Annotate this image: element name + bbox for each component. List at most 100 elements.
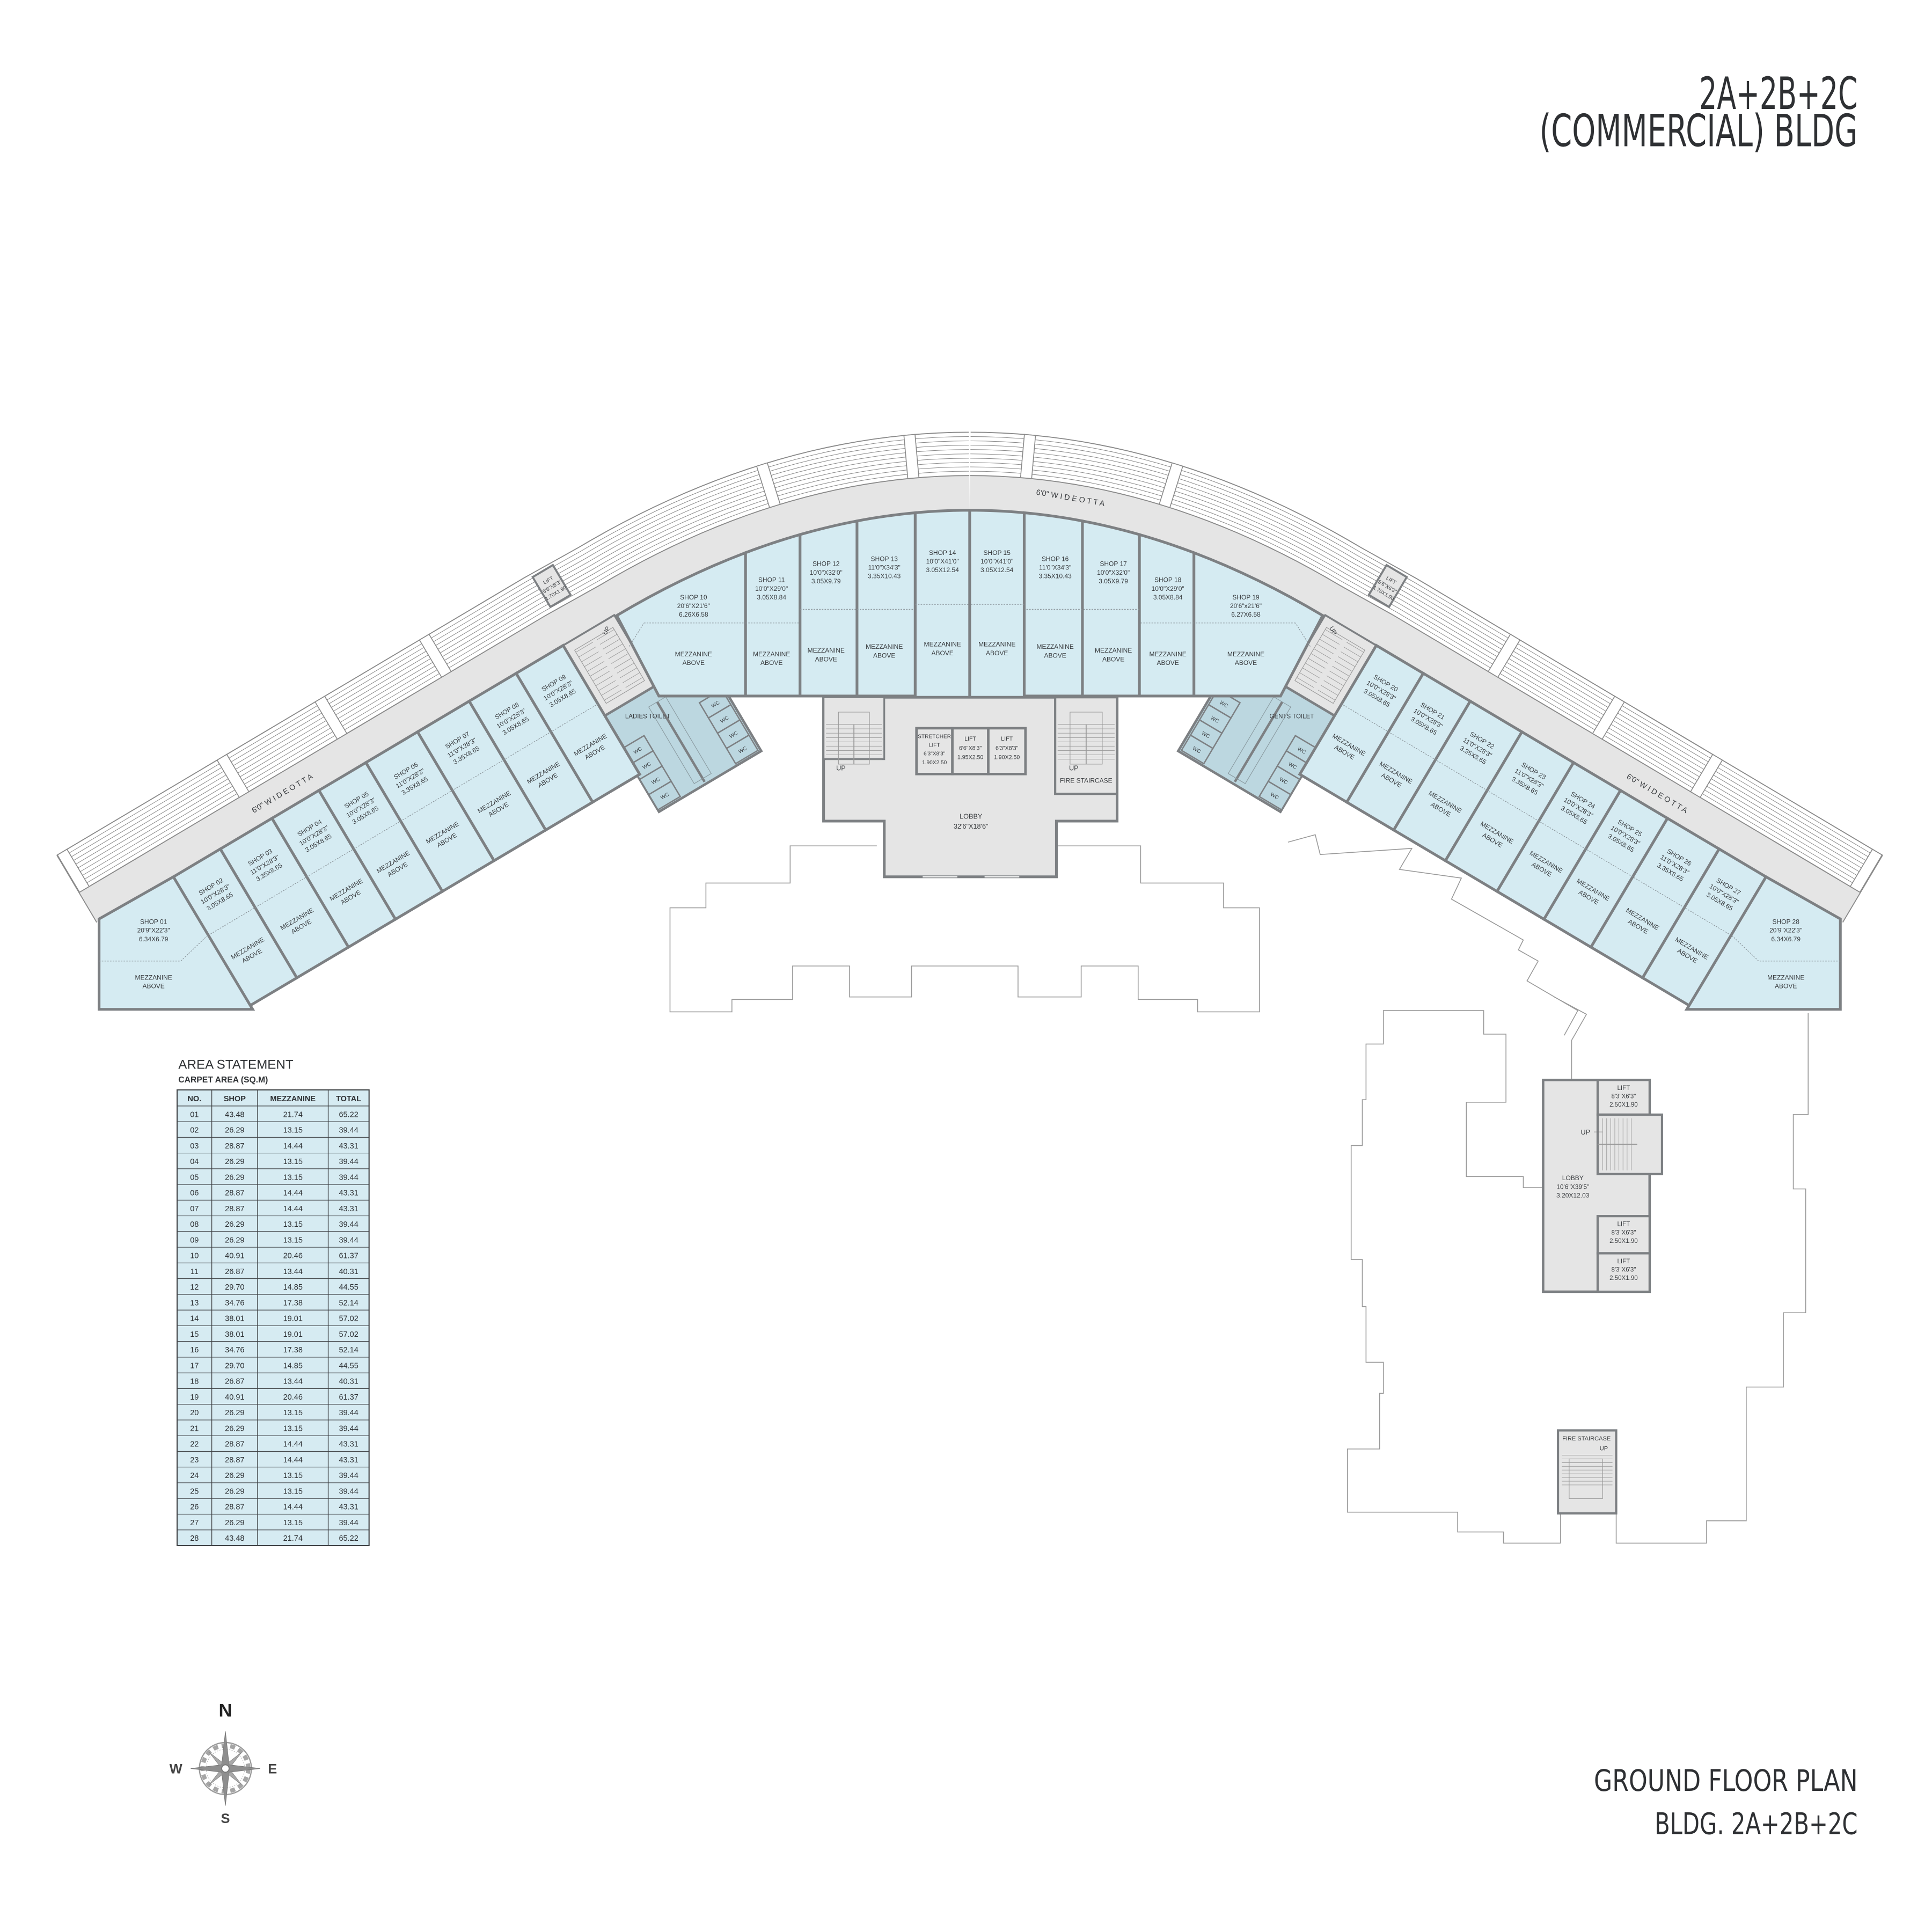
table-background (176, 1089, 370, 1547)
table-cell: 39.44 (339, 1487, 358, 1496)
mezzanine-line (208, 704, 598, 936)
tower-outline-west (1346, 1010, 1561, 1544)
shop-11-unit (744, 532, 802, 698)
shop-09-unit (514, 643, 642, 804)
mezzanine-label: ABOVE (873, 652, 895, 659)
table-cell: 26.29 (225, 1220, 244, 1229)
mezzanine-label: MEZZANINE (675, 650, 712, 658)
central-core (822, 696, 1119, 879)
table-cell: 40.31 (339, 1268, 358, 1276)
table-cell: 26.29 (225, 1519, 244, 1527)
table-cell: 13.15 (283, 1472, 303, 1480)
lobby-label: LOBBY (960, 813, 983, 820)
stair-tread (617, 663, 634, 674)
tower-lift-label: 8'3"X6'3" (1611, 1093, 1636, 1100)
otta-lift (531, 564, 572, 609)
table-cell: 26.29 (225, 1126, 244, 1135)
lobby-dimension: 32'6"X18'6" (954, 823, 989, 830)
table-cell: 13.44 (283, 1268, 303, 1276)
table-cell: 27 (190, 1519, 199, 1527)
shop-dimension-ft: 11'0"X34'3" (868, 564, 901, 572)
stair-tread (603, 639, 620, 650)
mezzanine-label: MEZZANINE (1037, 643, 1074, 650)
table-cell: 43.31 (339, 1205, 358, 1213)
table-cell: 26.87 (225, 1268, 244, 1276)
tower-lift-label: 8'3"X6'3" (1611, 1267, 1636, 1274)
otta-edge (78, 475, 970, 893)
table-cell: 20 (190, 1409, 199, 1417)
shop-dimension-m: 3.05X12.54 (926, 566, 959, 574)
stretcher-lift-label: 6'3"X8'3" (924, 751, 946, 757)
table-cell: 19.01 (283, 1315, 303, 1323)
shop-dimension-ft: 20'9"X22'3" (137, 927, 170, 934)
shop-name: SHOP 13 (870, 555, 898, 562)
residential-core (1542, 1078, 1663, 1515)
shop-name: SHOP 28 (1772, 918, 1799, 926)
wash-counter (648, 696, 712, 785)
table-cell: 38.01 (225, 1330, 244, 1339)
lift-b-shaft (987, 727, 1027, 775)
stair-tread (614, 658, 632, 669)
tower-lift-label: 8'3"X6'3" (1611, 1230, 1636, 1236)
shop-dimension-m: 3.05X12.54 (980, 566, 1014, 574)
stair-tread (575, 642, 593, 653)
table-cell: 25 (190, 1487, 199, 1496)
table-cell: 28.87 (225, 1142, 244, 1151)
table-cell: 14.44 (283, 1440, 303, 1449)
stretcher-lift-label: STRETCHER (918, 734, 951, 740)
table-cell: 39.44 (339, 1409, 358, 1417)
table-cell: 43.48 (225, 1534, 244, 1543)
stair-up-label: UP (836, 764, 846, 772)
lift-label: 1.95X2.50 (957, 755, 983, 761)
shop-dimension-m: 6.26X6.58 (679, 611, 708, 618)
entrance-step-line (74, 466, 969, 885)
lift-label: LIFT (964, 736, 976, 742)
table-cell: 26.29 (225, 1236, 244, 1245)
table-cell: 14 (190, 1315, 199, 1323)
lift-a-shaft (951, 727, 990, 775)
table-cell: 17.38 (283, 1346, 303, 1355)
area-statement-subtitle: CARPET AREA (SQ.M) (178, 1075, 268, 1085)
table-cell: 52.14 (339, 1299, 358, 1307)
mezzanine-label: ABOVE (1775, 983, 1797, 990)
table-cell: 40.91 (225, 1252, 244, 1261)
table-cell: 38.01 (225, 1315, 244, 1323)
table-cell: 05 (190, 1173, 199, 1182)
stair-tread (595, 675, 613, 686)
table-cell: 61.37 (339, 1252, 358, 1261)
compass-east: E (268, 1762, 277, 1777)
plan-title: GROUND FLOOR PLAN (1594, 1764, 1858, 1798)
tower-lobby-label: LOBBY (1562, 1174, 1584, 1182)
table-cell: 26.29 (225, 1472, 244, 1480)
table-cell: 39.44 (339, 1126, 358, 1135)
wc-cubicle (726, 734, 759, 765)
table-cell: 21.74 (283, 1110, 303, 1119)
table-cell: 28.87 (225, 1456, 244, 1465)
shop-10-unit (614, 551, 747, 698)
table-cell: 57.02 (339, 1330, 358, 1339)
stair-tread (587, 661, 605, 672)
steps-outer-edge (56, 431, 969, 856)
table-cell: 15 (190, 1330, 199, 1339)
table-cell: 20.46 (283, 1393, 303, 1402)
stair-tread (590, 665, 608, 677)
shop-dimension-m: 3.35X10.43 (1038, 573, 1072, 580)
shop-name: SHOP 18 (1154, 576, 1182, 584)
fire-staircase-label: FIRE STAIRCASE (1060, 777, 1113, 784)
stair-tread (605, 643, 623, 655)
table-cell: 21 (190, 1424, 199, 1433)
area-statement-title: AREA STATEMENT (178, 1058, 294, 1072)
table-cell: 52.14 (339, 1346, 358, 1355)
table-cell: 03 (190, 1142, 199, 1151)
otta-pillar (56, 848, 90, 893)
table-cell: 39.44 (339, 1424, 358, 1433)
